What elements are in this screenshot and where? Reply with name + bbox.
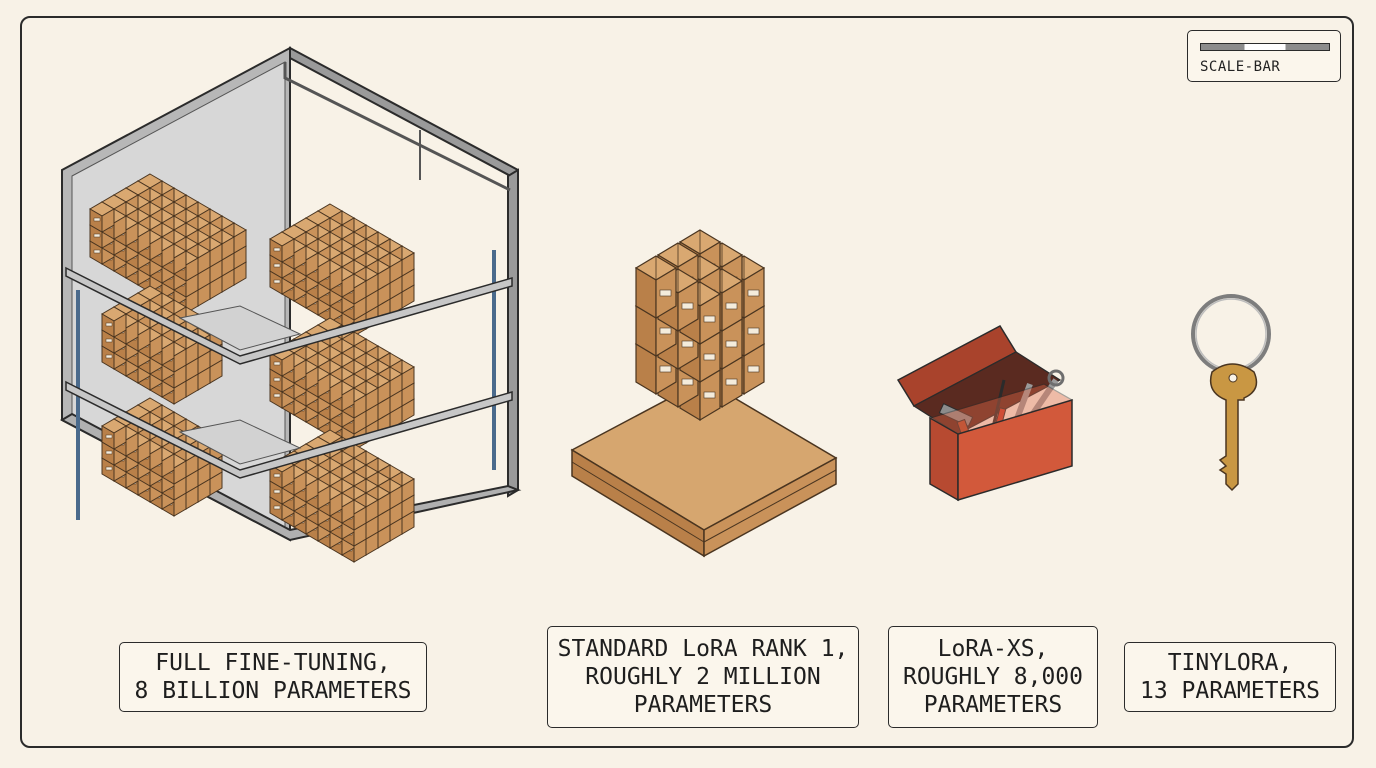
label-full-fine-tuning: FULL FINE-TUNING, 8 BILLION PARAMETERS	[119, 642, 427, 712]
label-line: LoRA-XS,	[937, 636, 1049, 662]
toolbox-illustration	[896, 325, 1074, 502]
scale-bar-legend: SCALE-BAR	[1187, 30, 1341, 82]
pallet-boxes	[635, 229, 765, 421]
label-tinylora: TINYLORA, 13 PARAMETERS	[1124, 642, 1336, 712]
label-line: ROUGHLY 2 MILLION	[585, 664, 821, 690]
box	[635, 255, 677, 319]
box	[101, 418, 127, 450]
box	[89, 201, 115, 233]
scale-bar-label: SCALE-BAR	[1200, 59, 1281, 75]
label-line: PARAMETERS	[633, 692, 773, 718]
label-line: TINYLORA,	[1167, 650, 1293, 676]
diagram-frame	[20, 16, 1354, 748]
label-line: ROUGHLY 8,000	[902, 664, 1083, 690]
scale-bar-icon	[1200, 43, 1330, 51]
label-standard-lora: STANDARD LoRA RANK 1, ROUGHLY 2 MILLION …	[547, 626, 859, 728]
label-line: PARAMETERS	[923, 692, 1063, 718]
warehouse-illustration	[59, 46, 522, 563]
label-line: 13 PARAMETERS	[1139, 678, 1320, 704]
label-line: STANDARD LoRA RANK 1,	[557, 636, 849, 662]
label-lora-xs: LoRA-XS, ROUGHLY 8,000 PARAMETERS	[888, 626, 1098, 728]
box	[269, 231, 295, 263]
key-illustration	[1191, 294, 1271, 492]
box	[101, 306, 127, 338]
pallet-illustration	[570, 229, 838, 558]
label-line: FULL FINE-TUNING,	[155, 650, 391, 676]
label-line: 8 BILLION PARAMETERS	[134, 678, 412, 704]
